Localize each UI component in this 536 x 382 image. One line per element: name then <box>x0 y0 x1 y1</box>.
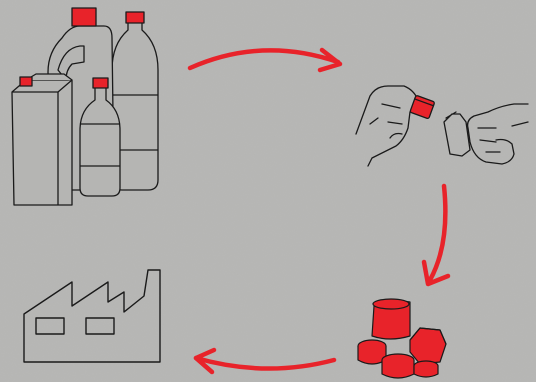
carton-icon <box>12 74 72 205</box>
